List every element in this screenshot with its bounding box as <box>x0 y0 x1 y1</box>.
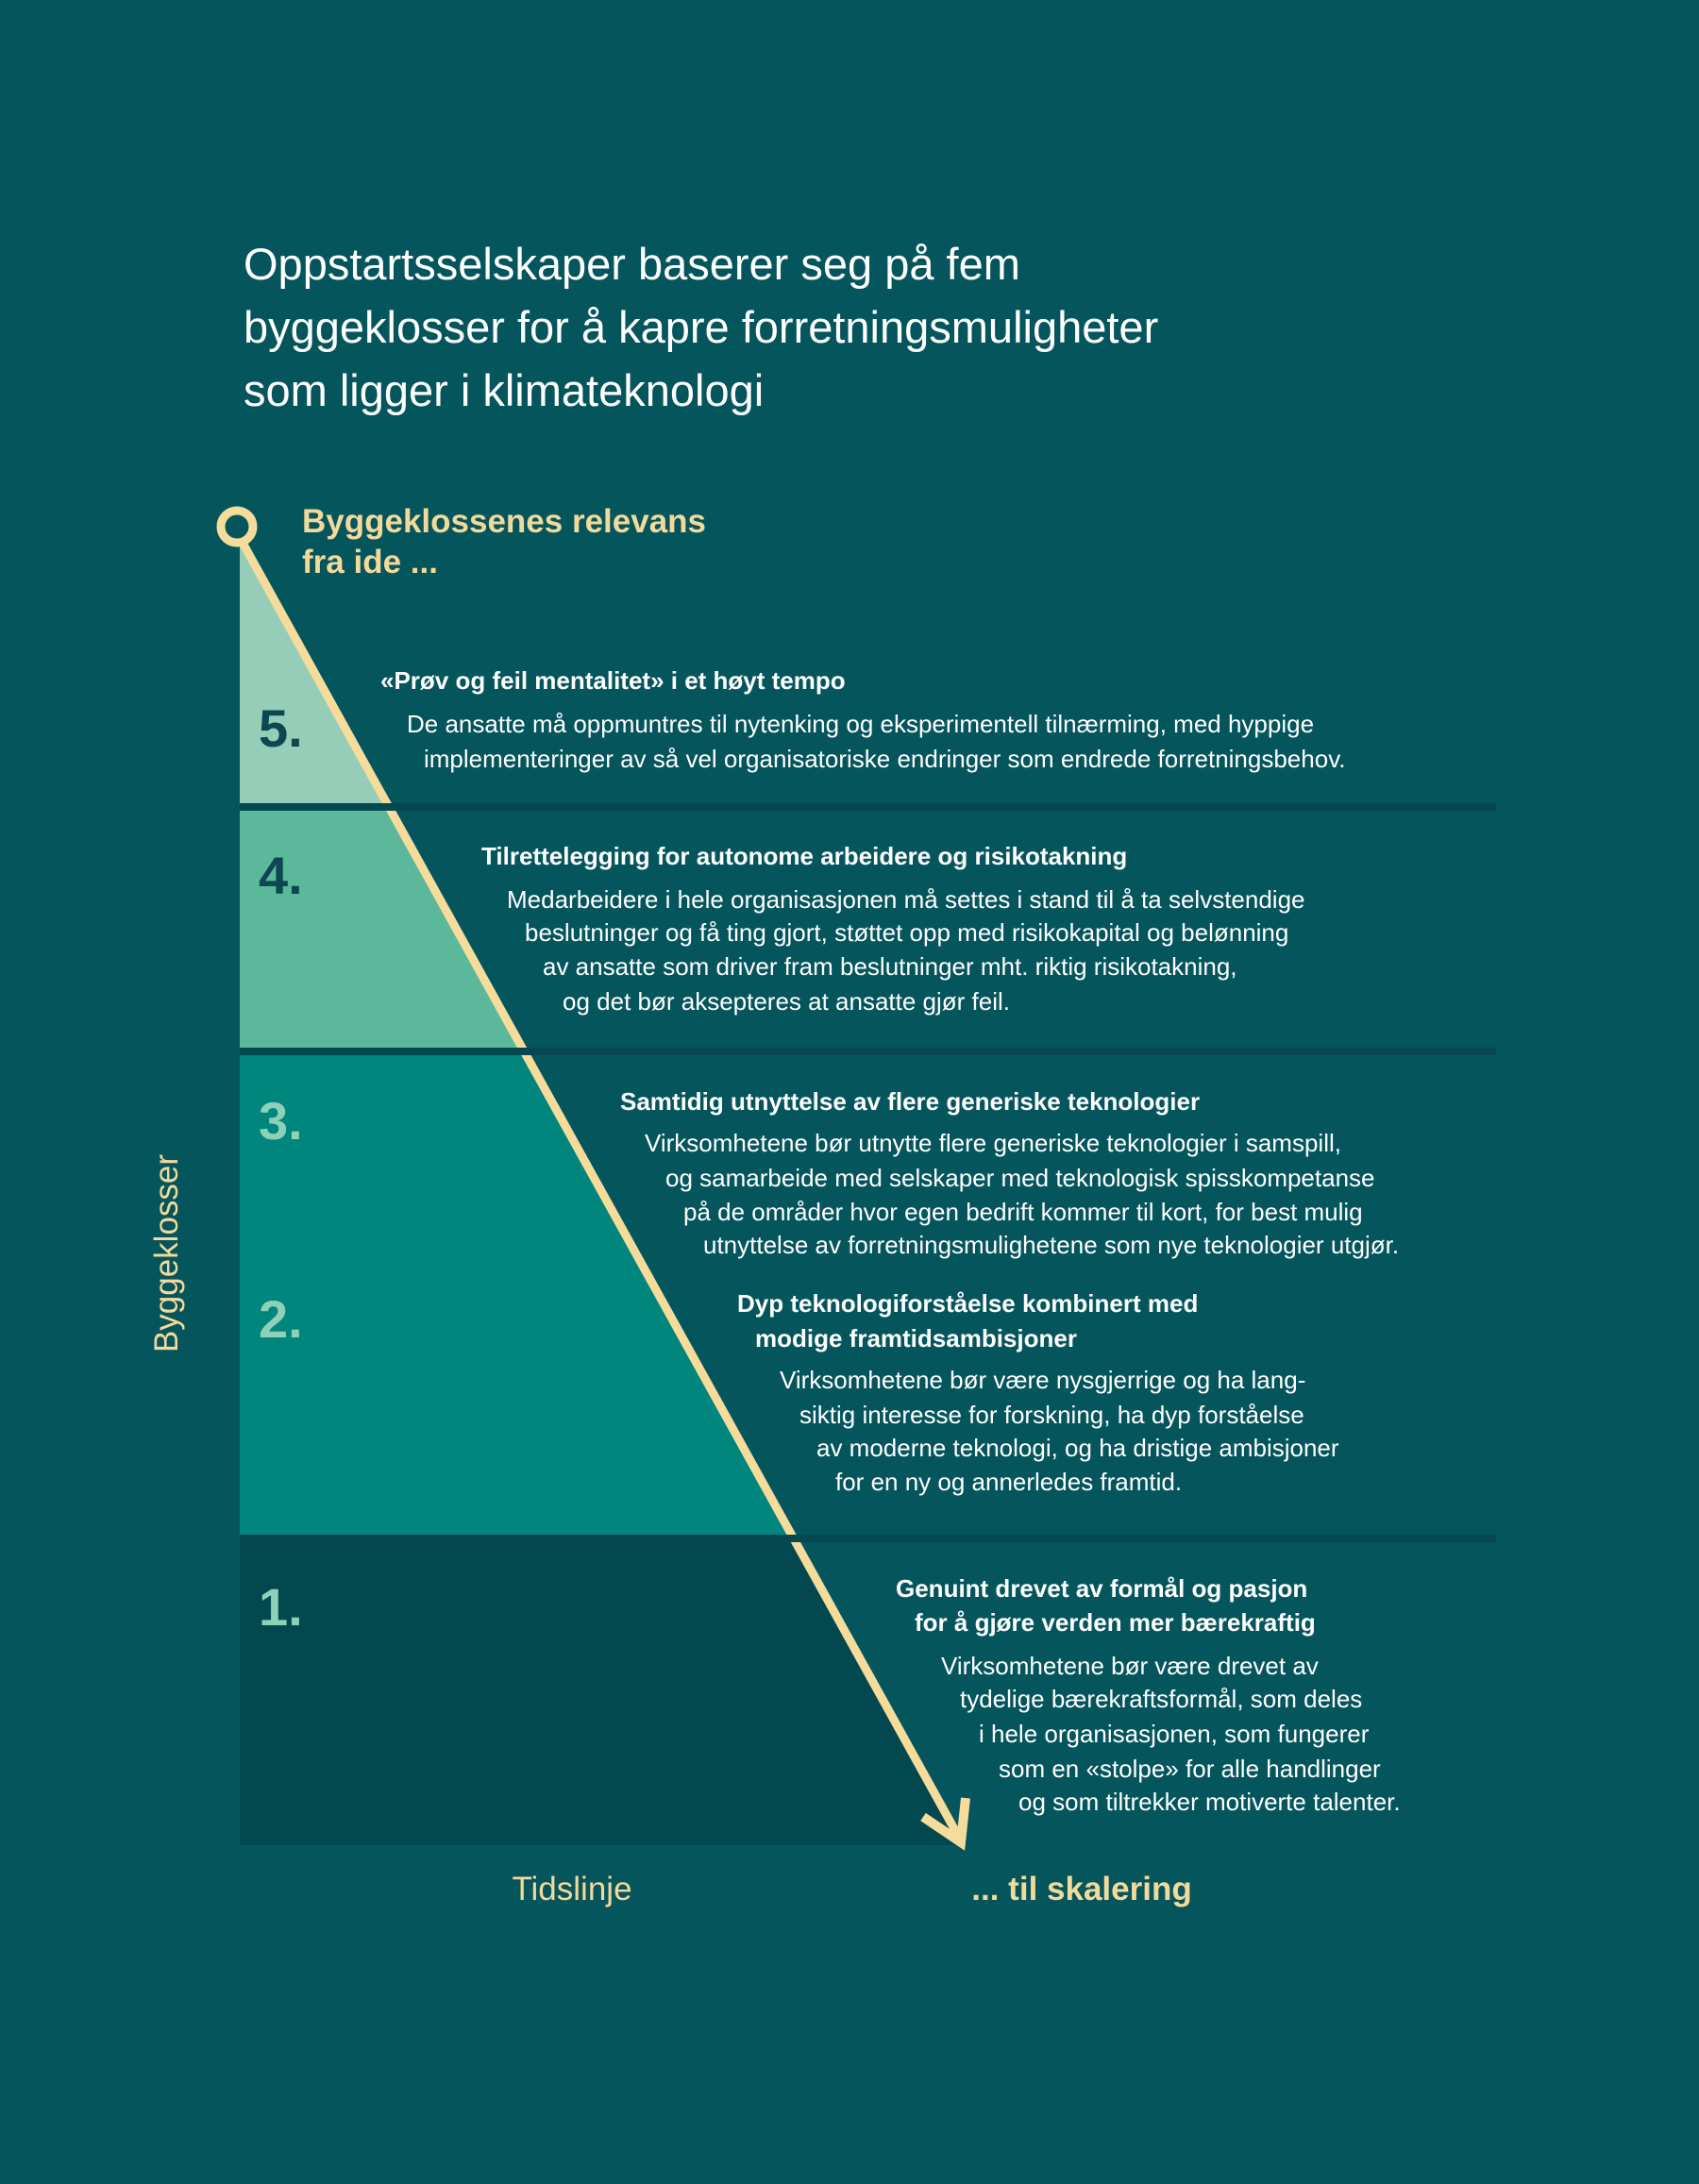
block-2-heading: modige framtidsambisjoner <box>755 1324 1077 1352</box>
band-1-fill <box>240 1542 964 1845</box>
y-axis-label: Byggeklosser <box>148 1153 185 1353</box>
block-3-body: Virksomhetene bør utnytte flere generisk… <box>645 1129 1341 1157</box>
block-4-body: beslutninger og få ting gjort, støttet o… <box>525 918 1289 947</box>
x-axis-label: Tidslinje <box>512 1871 632 1907</box>
separator <box>240 1535 1496 1542</box>
block-2-body: av moderne teknologi, og ha dristige amb… <box>816 1434 1339 1462</box>
title-line: Oppstartsselskaper baserer seg på fem <box>244 239 1020 289</box>
block-1-body: tydelige bærekraftsformål, som deles <box>960 1685 1363 1713</box>
block-5-body: De ansatte må oppmuntres til nytenking o… <box>407 710 1315 738</box>
band-3-2-fill <box>240 1055 792 1535</box>
block-1-body: som en «stolpe» for alle handlinger <box>999 1755 1381 1783</box>
separator <box>240 1048 1496 1055</box>
block-number: 2. <box>259 1289 303 1349</box>
title-line: som ligger i klimateknologi <box>244 365 765 415</box>
relevance-label: Byggeklossenes relevans <box>302 503 707 540</box>
block-number: 4. <box>259 846 303 905</box>
block-number: 1. <box>259 1577 303 1637</box>
block-1-body: Virksomhetene bør være drevet av <box>941 1652 1319 1680</box>
block-5-heading: «Prøv og feil mentalitet» i et høyt temp… <box>380 666 846 695</box>
arrowhead-icon <box>920 1797 970 1851</box>
block-number: 3. <box>259 1091 303 1151</box>
block-3-body: utnyttelse av forretningsmulighetene som… <box>703 1231 1400 1259</box>
relevance-label: fra ide ... <box>302 544 438 580</box>
block-3-body: og samarbeide med selskaper med teknolog… <box>665 1164 1375 1192</box>
title-line: byggeklosser for å kapre forretningsmuli… <box>244 302 1159 352</box>
block-2-heading: Dyp teknologiforståelse kombinert med <box>737 1289 1199 1318</box>
block-2-body: for en ny og annerledes framtid. <box>835 1468 1183 1496</box>
block-3-body: på de områder hvor egen bedrift kommer t… <box>683 1198 1363 1226</box>
block-4-body: Medarbeidere i hele organisasjonen må se… <box>507 885 1305 914</box>
block-1-body: og som tiltrekker motiverte talenter. <box>1018 1788 1401 1816</box>
block-1-heading: Genuint drevet av formål og pasjon <box>896 1574 1308 1603</box>
end-label: ... til skalering <box>971 1871 1192 1907</box>
block-4-body: av ansatte som driver fram beslutninger … <box>543 952 1237 981</box>
block-2-body: Virksomhetene bør være nysgjerrige og ha… <box>780 1366 1306 1394</box>
separator <box>240 803 1496 811</box>
block-number: 5. <box>259 698 303 758</box>
block-3-heading: Samtidig utnyttelse av flere generiske t… <box>620 1087 1201 1116</box>
start-circle-icon <box>216 506 258 547</box>
band-4-fill <box>240 811 523 1048</box>
timeline-arrow-line <box>239 540 962 1839</box>
block-5-body: implementeringer av så vel organisatoris… <box>424 745 1346 773</box>
block-4-body: og det bør aksepteres at ansatte gjør fe… <box>563 987 1011 1016</box>
block-1-body: i hele organisasjonen, som fungerer <box>979 1720 1370 1748</box>
block-4-heading: Tilrettelegging for autonome arbeidere o… <box>481 842 1128 870</box>
block-1-heading: for å gjøre verden mer bærekraftig <box>915 1608 1316 1637</box>
block-2-body: siktig interesse for forskning, ha dyp f… <box>799 1401 1304 1429</box>
